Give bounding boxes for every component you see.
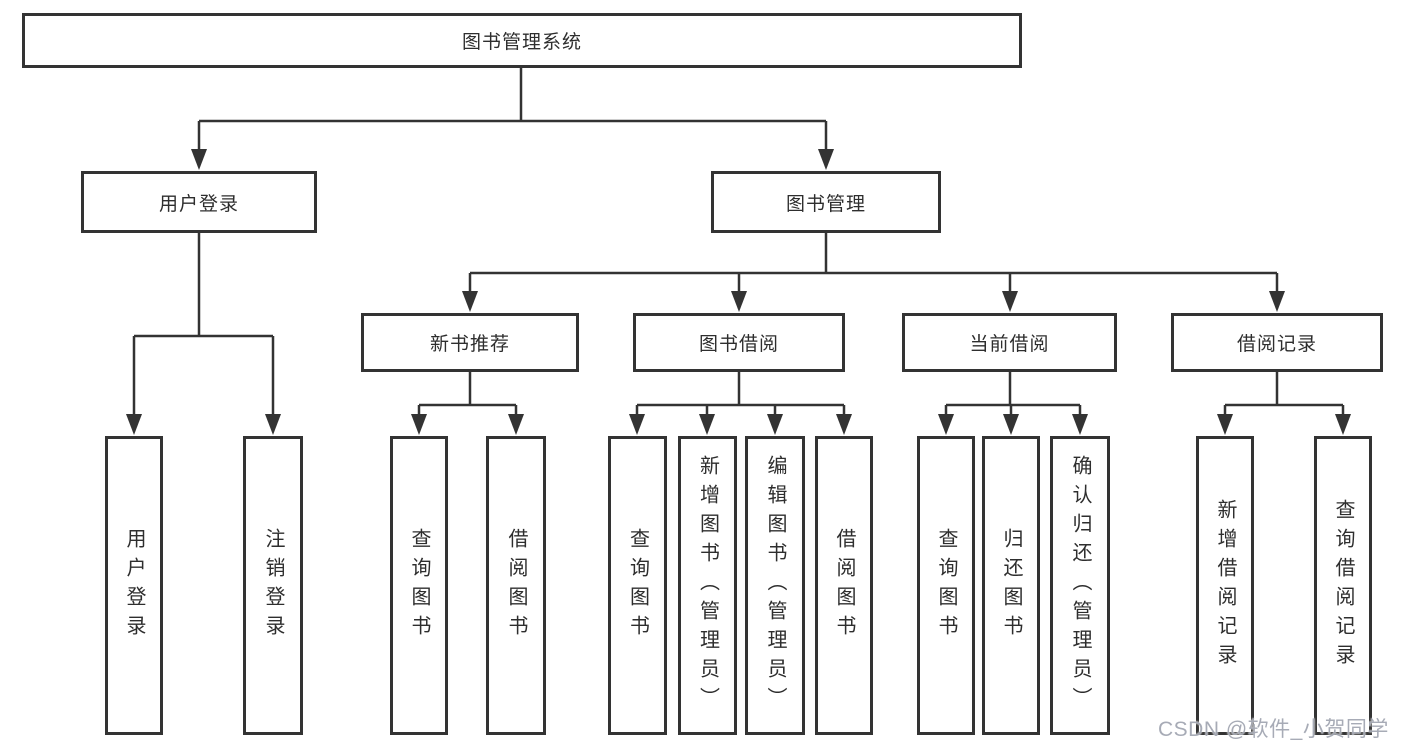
leaf-label: 新增借阅记录: [1214, 498, 1236, 673]
leaf-label: 查询图书: [626, 527, 649, 644]
leaf-label: 查询借阅记录: [1332, 498, 1354, 673]
leaf-borrow-books-borrowing: 借阅图书: [815, 436, 873, 735]
leaf-logout: 注销登录: [243, 436, 303, 735]
node-book-borrowing: 图书借阅: [633, 313, 845, 372]
node-borrowing-records: 借阅记录: [1171, 313, 1383, 372]
leaf-query-books-recommend: 查询图书: [390, 436, 448, 735]
leaf-label: 归还图书: [1000, 527, 1022, 644]
leaf-label: 查询图书: [408, 527, 430, 644]
leaf-query-books-current: 查询图书: [917, 436, 975, 735]
leaf-label: 新增图书（管理员）: [696, 455, 719, 716]
node-library-management-system: 图书管理系统: [22, 13, 1022, 68]
leaf-return-books: 归还图书: [982, 436, 1040, 735]
leaf-borrow-books-recommend: 借阅图书: [486, 436, 546, 735]
leaf-query-books-borrowing: 查询图书: [608, 436, 667, 735]
leaf-label: 编辑图书（管理员）: [764, 455, 786, 716]
leaf-label: 借阅图书: [505, 527, 527, 644]
leaf-add-borrow-record: 新增借阅记录: [1196, 436, 1254, 735]
leaf-add-books-admin: 新增图书（管理员）: [678, 436, 737, 735]
leaf-user-login: 用户登录: [105, 436, 163, 735]
node-new-book-recommendation: 新书推荐: [361, 313, 579, 372]
leaf-query-borrow-record: 查询借阅记录: [1314, 436, 1372, 735]
node-user-login: 用户登录: [81, 171, 317, 233]
leaf-label: 借阅图书: [833, 527, 855, 644]
leaf-label: 确认归还（管理员）: [1069, 455, 1091, 716]
leaf-edit-books-admin: 编辑图书（管理员）: [745, 436, 805, 735]
node-current-borrowing: 当前借阅: [902, 313, 1117, 372]
node-book-management: 图书管理: [711, 171, 941, 233]
leaf-label: 注销登录: [262, 527, 284, 644]
leaf-label: 用户登录: [123, 527, 145, 644]
leaf-label: 查询图书: [935, 527, 957, 644]
leaf-confirm-return-admin: 确认归还（管理员）: [1050, 436, 1110, 735]
watermark-text: CSDN @软件_小贺同学: [1158, 718, 1389, 741]
arrowheads: [126, 149, 1351, 435]
